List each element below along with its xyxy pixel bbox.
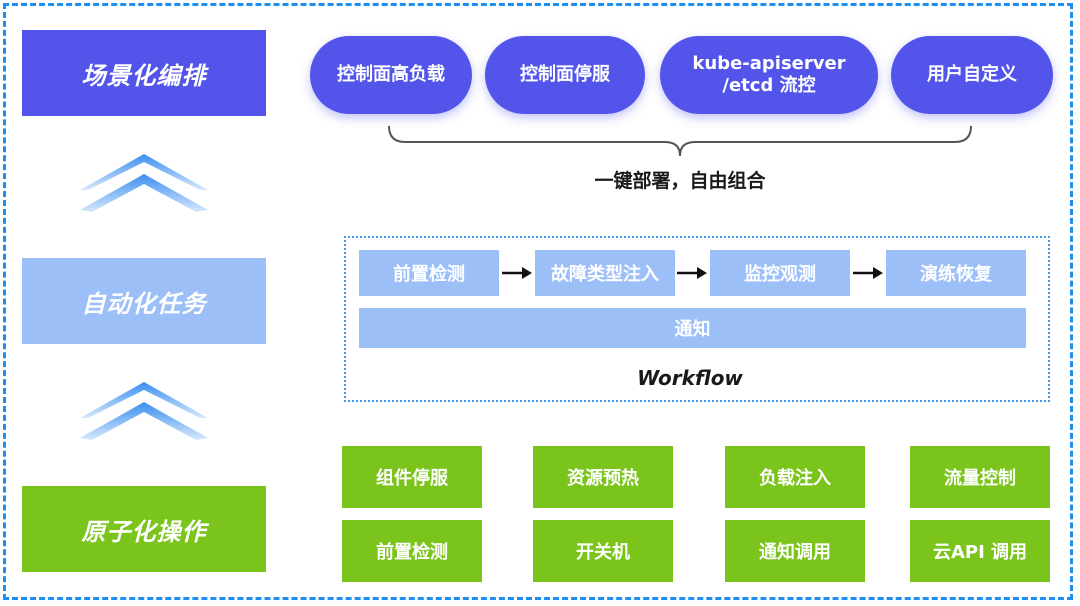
atomic-op: 资源预热 [533,446,673,508]
scenario-label: 用户自定义 [927,64,1017,85]
scenario-pill: 控制面停服 [485,36,645,114]
scenario-label-line: /etcd 流控 [722,75,816,96]
atomic-op: 开关机 [533,520,673,582]
atomic-op: 组件停服 [342,446,482,508]
layer-automated-tasks: 自动化任务 [22,258,266,344]
layer-scenario-orchestration: 场景化编排 [22,30,266,116]
diagram-border [3,3,1073,600]
up-chevron-icon [76,150,212,216]
scenario-pill: 用户自定义 [891,36,1053,114]
atomic-op: 云API 调用 [910,520,1050,582]
workflow-notify: 通知 [359,308,1026,348]
workflow-step: 监控观测 [710,250,850,296]
atomic-op: 流量控制 [910,446,1050,508]
scenario-label: 控制面高负载 [337,64,445,85]
workflow-step: 前置检测 [359,250,499,296]
layer-atomic-operations: 原子化操作 [22,486,266,572]
scenario-label: kube-apiserver/etcd 流控 [692,53,845,97]
arrow-right-icon [853,264,883,282]
workflow-step: 故障类型注入 [535,250,675,296]
up-chevron-icon [76,378,212,444]
workflow-step: 演练恢复 [886,250,1026,296]
arrow-right-icon [677,264,707,282]
atomic-op: 通知调用 [725,520,865,582]
scenario-label: 控制面停服 [520,64,610,85]
atomic-op: 前置检测 [342,520,482,582]
atomic-op: 负载注入 [725,446,865,508]
arrow-right-icon [502,264,532,282]
workflow-label: Workflow [637,366,743,390]
scenario-pill: 控制面高负载 [310,36,472,114]
scenario-label-line: kube-apiserver [692,53,846,74]
grouping-brace [385,122,975,162]
workflow-box [344,236,1050,402]
scenario-caption: 一键部署，自由组合 [594,170,766,192]
scenario-pill: kube-apiserver/etcd 流控 [660,36,878,114]
